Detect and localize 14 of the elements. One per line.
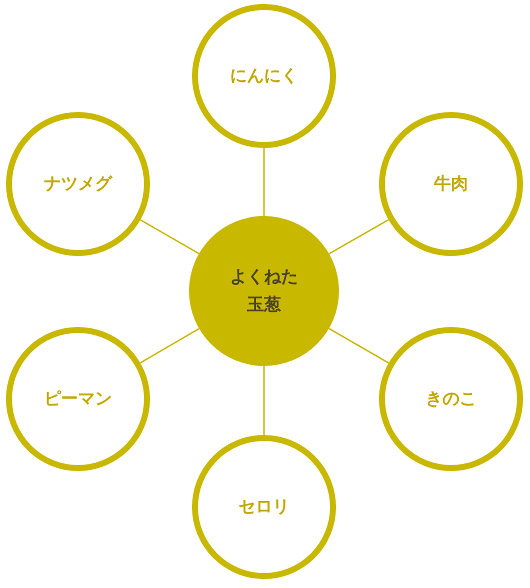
ingredient-label: にんにく	[230, 65, 298, 88]
ingredient-label: セロリ	[238, 496, 290, 519]
connector-line	[328, 219, 389, 254]
connector-line	[328, 328, 390, 364]
center-label: 玉葱	[247, 294, 281, 317]
connector-line	[263, 366, 265, 435]
ingredient-label: きのこ	[426, 388, 476, 411]
ingredient-label: 牛肉	[434, 173, 468, 196]
connector-line	[140, 328, 200, 364]
ingredient-label: ピーマン	[44, 388, 112, 411]
center-label: よくねた	[230, 266, 298, 289]
ingredient-label: ナツメグ	[44, 173, 112, 196]
connector-line	[263, 148, 265, 216]
connector-line	[140, 219, 200, 254]
